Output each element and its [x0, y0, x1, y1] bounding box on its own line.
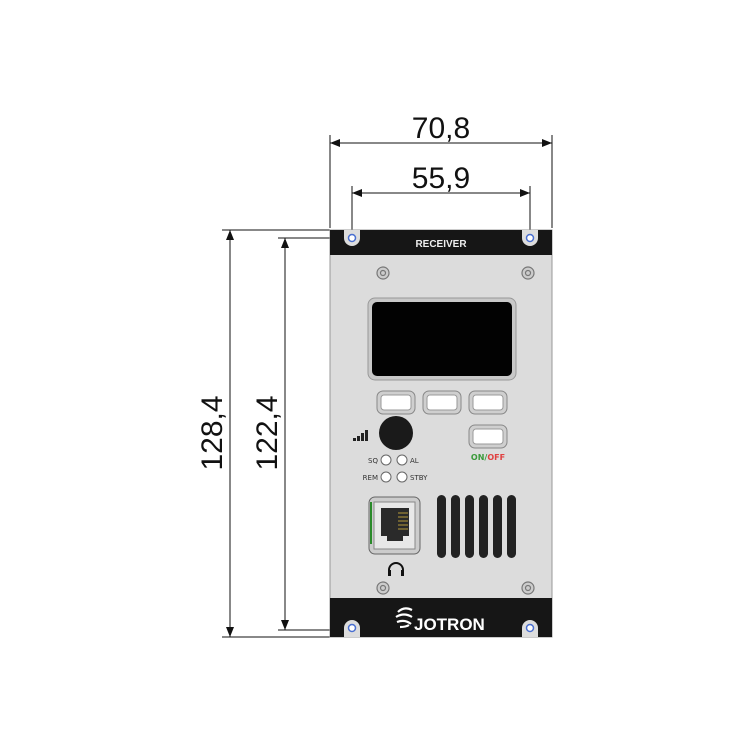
- display-screen: [372, 302, 512, 376]
- bottom-band: [330, 598, 552, 637]
- screws: [376, 266, 535, 595]
- signal-strength-icon: [353, 430, 368, 441]
- mount-hole-icon: [522, 230, 538, 246]
- brand-logo-text: JOTRON: [414, 615, 485, 634]
- led-stby-icon: [396, 471, 408, 483]
- volume-knob[interactable]: [379, 416, 413, 450]
- rj45-jack[interactable]: [368, 496, 421, 555]
- mount-hole-icon: [522, 620, 538, 637]
- power-label: ON/OFF: [471, 453, 505, 462]
- soft-button-3[interactable]: [468, 390, 508, 415]
- dimension-hole-height-label: 122,4: [251, 395, 284, 470]
- mount-holes: [344, 230, 538, 637]
- dimension-hole-width-label: 55,9: [412, 162, 470, 195]
- power-button[interactable]: [468, 424, 508, 449]
- headphone-icon: [388, 562, 404, 575]
- speaker-vents: [437, 495, 516, 558]
- led-rem-label: REM: [363, 474, 378, 482]
- led-sq-icon: [380, 454, 392, 466]
- soft-buttons: [376, 390, 508, 449]
- led-al-icon: [396, 454, 408, 466]
- mount-hole-icon: [344, 230, 360, 246]
- soft-button-1[interactable]: [376, 390, 416, 415]
- led-sq-label: SQ: [368, 457, 378, 465]
- jotron-logo-icon: [395, 607, 413, 629]
- soft-button-2[interactable]: [422, 390, 462, 415]
- dimension-hole-width: [351, 186, 531, 232]
- dimension-overall-height-label: 128,4: [196, 395, 229, 470]
- status-leds: [380, 454, 408, 483]
- led-stby-label: STBY: [410, 474, 428, 482]
- led-rem-icon: [380, 471, 392, 483]
- top-band: [330, 230, 552, 255]
- dimension-overall-width-label: 70,8: [412, 112, 470, 145]
- led-al-label: AL: [410, 457, 419, 465]
- dimension-overall-width: [329, 135, 553, 228]
- panel-title: RECEIVER: [415, 239, 467, 250]
- dimension-overall-height: [222, 229, 330, 638]
- mount-hole-icon: [344, 620, 360, 637]
